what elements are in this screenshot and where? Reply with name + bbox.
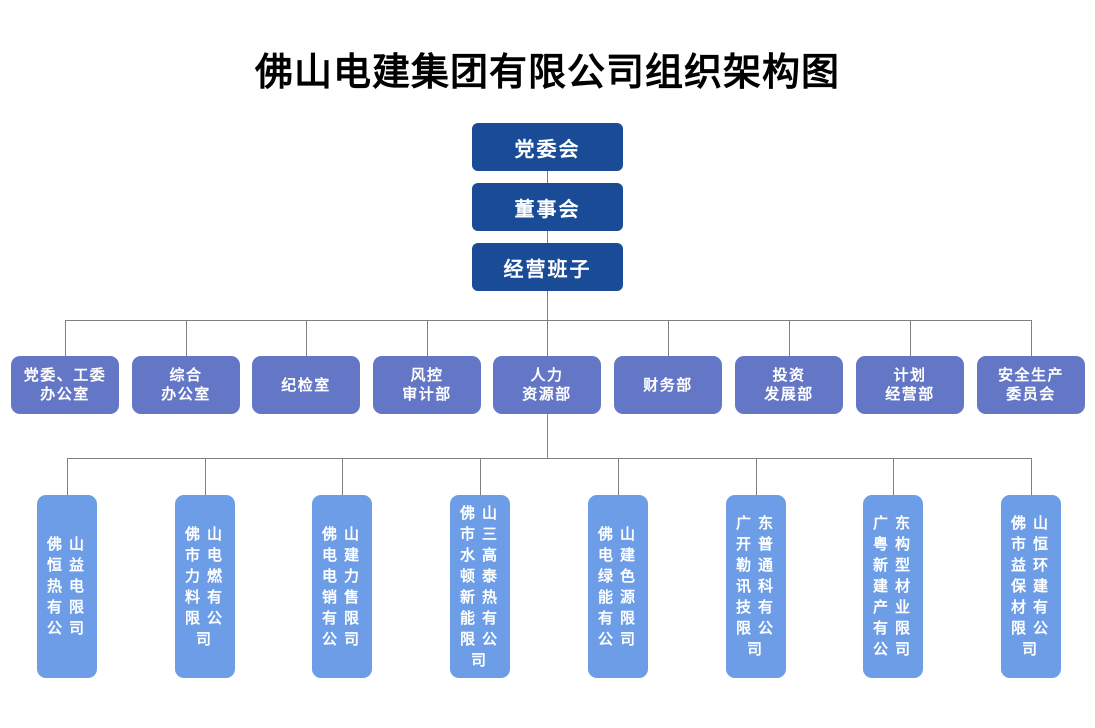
dept-node-discipline-inspection: 纪检室 xyxy=(252,356,360,414)
connector-line xyxy=(306,320,307,356)
subsidiary-node-sanshui-new-thermal-energy: 佛山 市三 水高 顿泰 新热 能有 限公 司 xyxy=(450,495,510,678)
connector-line xyxy=(205,458,206,495)
dept-node-planning-operation: 计划 经营部 xyxy=(856,356,964,414)
connector-line xyxy=(342,458,343,495)
subsidiary-node-kaipule-telecom-tech: 广东 开普 勒通 讯科 技有 限公 司 xyxy=(726,495,786,678)
dept-node-investment-development: 投资 发展部 xyxy=(735,356,843,414)
subsidiary-node-green-energy: 佛山 电建 绿色 能源 有限 公司 xyxy=(588,495,648,678)
connector-rail xyxy=(67,458,1032,459)
chart-title: 佛山电建集团有限公司组织架构图 xyxy=(254,52,840,94)
connector-line xyxy=(756,458,757,495)
subsidiary-node-yuegou-building-materials: 广东 粤构 新型 建材 产业 有限 公司 xyxy=(863,495,923,678)
connector-line xyxy=(547,291,548,320)
dept-node-finance: 财务部 xyxy=(614,356,722,414)
connector-line xyxy=(65,320,66,356)
connector-line xyxy=(668,320,669,356)
dept-node-party-committee-office: 党委、工委 办公室 xyxy=(11,356,119,414)
dept-node-risk-audit: 风控 审计部 xyxy=(373,356,481,414)
connector-line xyxy=(67,458,68,495)
dept-node-general-office: 综合 办公室 xyxy=(132,356,240,414)
subsidiary-node-hengyi-eco-materials: 佛山 市恒 益环 保建 材有 限公 司 xyxy=(1001,495,1061,678)
connector-rail xyxy=(65,320,1032,321)
connector-line xyxy=(547,171,548,183)
node-management-team: 经营班子 xyxy=(472,243,623,291)
node-party-committee: 党委会 xyxy=(472,123,623,171)
connector-line xyxy=(547,231,548,243)
connector-line xyxy=(789,320,790,356)
connector-line xyxy=(186,320,187,356)
connector-line xyxy=(547,414,548,458)
subsidiary-node-power-sales: 佛山 电建 电力 销售 有限 公司 xyxy=(312,495,372,678)
subsidiary-node-electric-fuel: 佛山 市电 力燃 料有 限公 司 xyxy=(175,495,235,678)
connector-line xyxy=(427,320,428,356)
dept-node-safety-committee: 安全生产 委员会 xyxy=(977,356,1085,414)
connector-line xyxy=(893,458,894,495)
connector-line xyxy=(1031,320,1032,356)
connector-line xyxy=(1031,458,1032,495)
node-board-of-directors: 董事会 xyxy=(472,183,623,231)
connector-line xyxy=(480,458,481,495)
connector-line xyxy=(618,458,619,495)
dept-node-human-resources: 人力 资源部 xyxy=(493,356,601,414)
connector-line xyxy=(910,320,911,356)
connector-line xyxy=(547,320,548,356)
subsidiary-node-hengyi-thermal-power: 佛山 恒益 热电 有限 公司 xyxy=(37,495,97,678)
